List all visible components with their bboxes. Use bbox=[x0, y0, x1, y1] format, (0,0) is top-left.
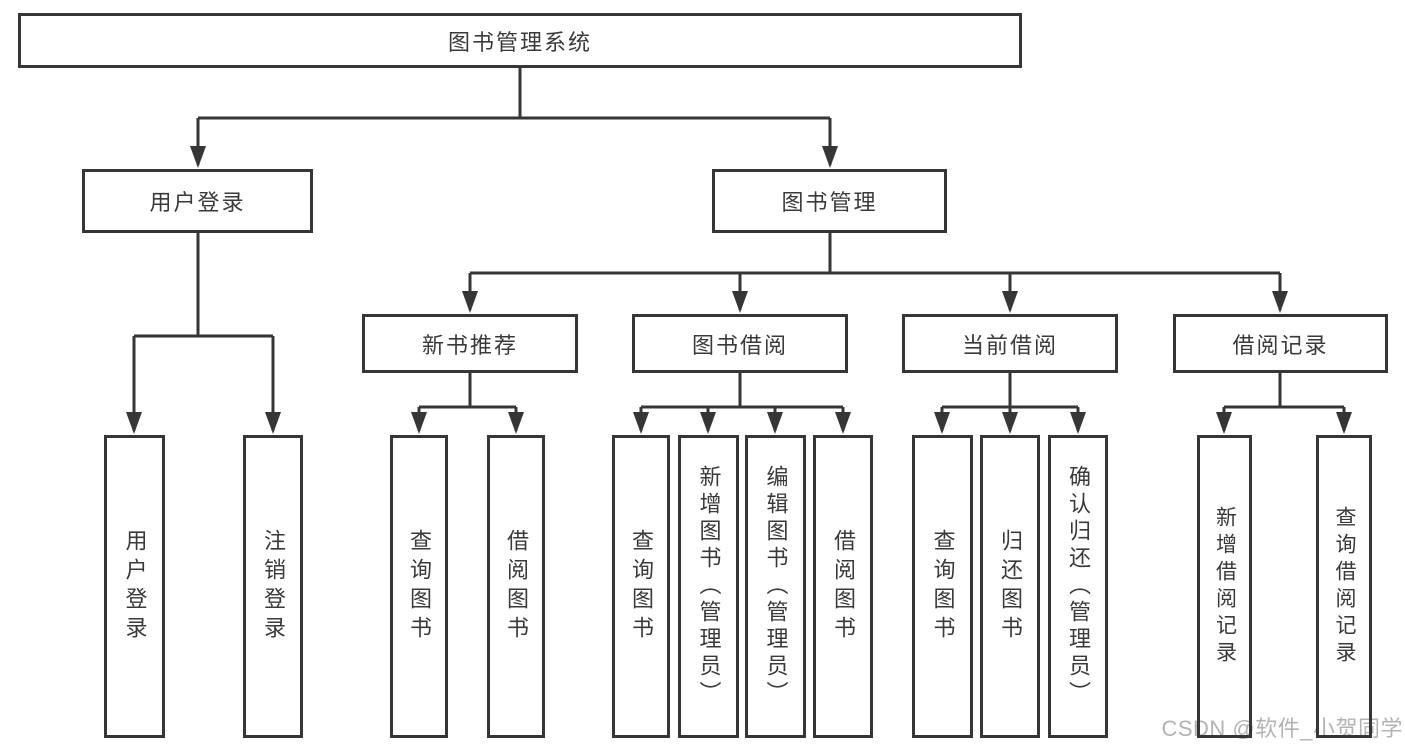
arrowhead bbox=[822, 146, 838, 168]
node-new-book-recommendation: 新书推荐 bbox=[362, 314, 578, 373]
leaf-query-books-current: 查询图书 bbox=[912, 435, 973, 738]
arrowhead bbox=[1336, 412, 1352, 434]
arrowhead bbox=[835, 412, 851, 434]
arrowhead bbox=[508, 412, 524, 434]
leaf-add-books-admin: 新增图书（管理员） bbox=[678, 435, 739, 738]
node-book-borrowing: 图书借阅 bbox=[632, 314, 848, 373]
leaf-confirm-return-admin: 确认归还（管理员） bbox=[1048, 435, 1108, 738]
arrowhead bbox=[934, 412, 950, 434]
leaf-user-login: 用户登录 bbox=[104, 435, 165, 738]
arrowhead bbox=[1272, 291, 1288, 313]
arrowhead bbox=[126, 412, 142, 434]
arrowhead bbox=[265, 412, 281, 434]
leaf-query-borrow-record: 查询借阅记录 bbox=[1316, 435, 1372, 738]
csdn-watermark: CSDN @软件_小贺同学 bbox=[1161, 716, 1403, 741]
arrowhead bbox=[1070, 412, 1086, 434]
node-user-login: 用户登录 bbox=[82, 169, 313, 233]
arrowhead bbox=[462, 291, 478, 313]
leaf-return-books: 归还图书 bbox=[980, 435, 1040, 738]
node-current-borrowing: 当前借阅 bbox=[902, 314, 1118, 373]
arrowhead bbox=[732, 291, 748, 313]
leaf-query-books-borrowing: 查询图书 bbox=[612, 435, 670, 738]
node-book-management: 图书管理 bbox=[712, 169, 947, 233]
arrowhead bbox=[411, 412, 427, 434]
arrowhead bbox=[1002, 412, 1018, 434]
leaf-add-borrow-record: 新增借阅记录 bbox=[1197, 435, 1252, 738]
arrowhead bbox=[190, 146, 206, 168]
leaf-edit-books-admin: 编辑图书（管理员） bbox=[745, 435, 806, 738]
node-root-library-system: 图书管理系统 bbox=[18, 13, 1022, 68]
arrowhead bbox=[1002, 291, 1018, 313]
arrowhead bbox=[767, 412, 783, 434]
leaf-query-books-recommend: 查询图书 bbox=[390, 435, 448, 738]
node-borrowing-records: 借阅记录 bbox=[1173, 314, 1388, 373]
arrowhead bbox=[633, 412, 649, 434]
leaf-borrow-books-recommend: 借阅图书 bbox=[487, 435, 545, 738]
leaf-logout: 注销登录 bbox=[243, 435, 303, 738]
arrowhead bbox=[1216, 412, 1232, 434]
arrowhead bbox=[700, 412, 716, 434]
leaf-borrow-books-borrowing: 借阅图书 bbox=[813, 435, 873, 738]
